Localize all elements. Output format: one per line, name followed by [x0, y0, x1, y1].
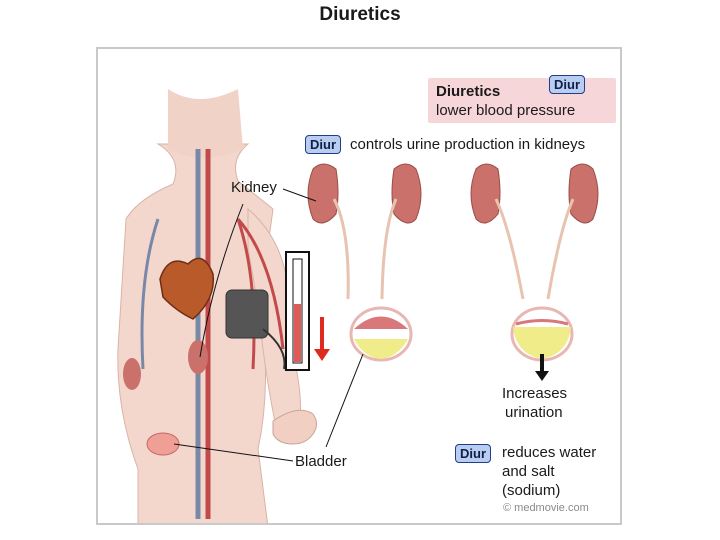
pressure-down-arrow: [314, 317, 330, 361]
neck: [168, 89, 243, 158]
right-kidney-left: [470, 163, 501, 224]
heart: [159, 257, 215, 320]
increases-label-line2: urination: [505, 404, 563, 421]
bladder-label: Bladder: [295, 453, 347, 470]
mid-bladder-top: [354, 316, 408, 329]
header-title: Diuretics: [436, 83, 501, 100]
right-urine: [513, 327, 571, 359]
body-kidney-left: [123, 358, 141, 390]
bladder-leader-line-2: [325, 353, 364, 448]
urination-down-arrow: [535, 354, 549, 381]
controls-label: controls urine production in kidneys: [350, 136, 586, 153]
body-bladder: [146, 432, 180, 456]
bp-cuff: [225, 289, 269, 339]
diur-badge-controls: Diur: [305, 135, 341, 154]
kidney-label: Kidney: [231, 179, 277, 196]
kidney-leader-line: [282, 188, 317, 202]
right-kidney-right: [568, 163, 599, 224]
page-title: Diuretics: [319, 4, 401, 25]
bladder-leader-line: [173, 443, 294, 462]
body-silhouette: [117, 143, 274, 523]
pressure-level: [294, 304, 301, 362]
mid-urine: [354, 339, 408, 359]
mid-kidney-left: [307, 163, 339, 224]
reduces-label-line1: reduces water: [502, 444, 597, 461]
diagram-panel: Diuretics Diur lower blood pressure Diur…: [96, 47, 622, 525]
header-subtitle: lower blood pressure: [436, 102, 576, 119]
diur-badge-reduces: Diur: [455, 444, 491, 463]
copyright: © medmovie.com: [503, 502, 589, 514]
diur-badge-header: Diur: [549, 75, 585, 94]
kidney-leader-line-2: [199, 203, 244, 358]
body-kidney-right: [188, 340, 208, 374]
hand: [272, 409, 317, 445]
increases-label-line1: Increases: [502, 385, 568, 402]
reduces-label-line2: and salt: [502, 463, 555, 480]
diagram-illustration: [117, 89, 599, 523]
reduces-label-line3: (sodium): [502, 482, 561, 499]
mid-kidney-right: [391, 163, 422, 224]
